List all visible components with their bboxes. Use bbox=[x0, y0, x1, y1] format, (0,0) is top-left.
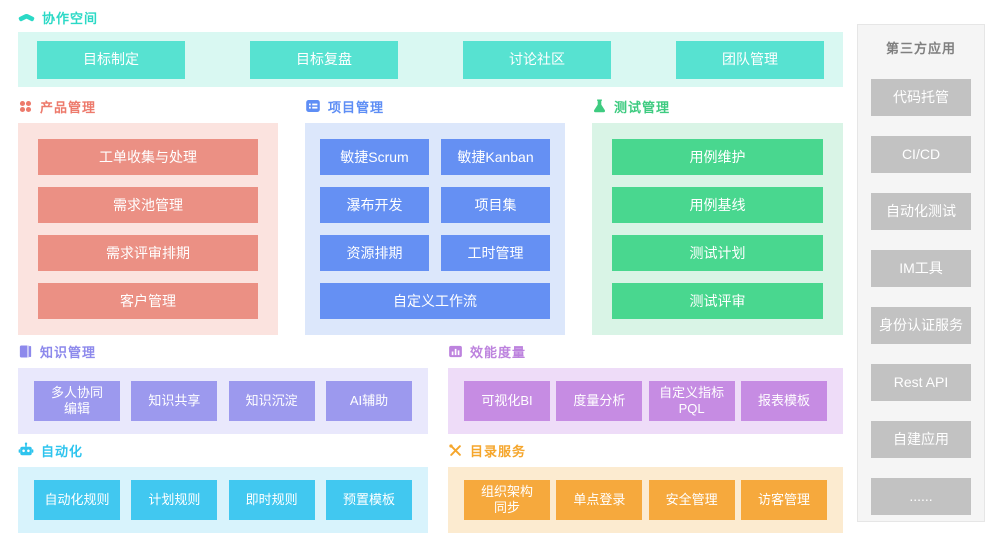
feature-chip[interactable]: 测试评审 bbox=[612, 283, 823, 319]
feature-chip[interactable]: 度量分析 bbox=[556, 381, 643, 421]
section-header: 目录服务 bbox=[448, 441, 843, 459]
section-product-management: 产品管理 工单收集与处理 需求池管理 需求评审排期 客户管理 bbox=[18, 97, 278, 335]
automation-directory-row: 自动化 自动化规则 计划规则 即时规则 预置模板 bbox=[18, 441, 843, 533]
section-header: 项目管理 bbox=[305, 97, 565, 115]
feature-chip[interactable]: 敏捷Scrum bbox=[320, 139, 429, 175]
robot-icon bbox=[18, 442, 34, 458]
section-header: 自动化 bbox=[18, 441, 428, 459]
third-party-chip[interactable]: Rest API bbox=[871, 364, 971, 401]
feature-chip[interactable]: 需求评审排期 bbox=[38, 235, 258, 271]
feature-chip[interactable]: 预置模板 bbox=[325, 480, 412, 520]
feature-chip[interactable]: 团队管理 bbox=[676, 40, 824, 79]
feature-chip[interactable]: 计划规则 bbox=[131, 480, 218, 520]
feature-chip[interactable]: 用例维护 bbox=[612, 139, 823, 175]
feature-chip[interactable]: AI辅助 bbox=[325, 381, 412, 421]
feature-chip[interactable]: 单点登录 bbox=[556, 480, 643, 520]
feature-chip[interactable]: 安全管理 bbox=[648, 480, 735, 520]
feature-chip[interactable]: 访客管理 bbox=[740, 480, 827, 520]
feature-chip[interactable]: 自定义工作流 bbox=[320, 283, 550, 319]
feature-chip[interactable]: 需求池管理 bbox=[38, 187, 258, 223]
section-title: 测试管理 bbox=[614, 99, 671, 115]
feature-chip[interactable]: 资源排期 bbox=[320, 235, 429, 271]
feature-chip[interactable]: 知识共享 bbox=[131, 381, 218, 421]
feature-chip[interactable]: 自定义指标 PQL bbox=[648, 381, 735, 421]
bar-chart-icon bbox=[448, 344, 463, 359]
handshake-icon bbox=[18, 10, 35, 25]
section-panel: 组织架构 同步 单点登录 安全管理 访客管理 bbox=[448, 467, 843, 533]
chip-row: 资源排期 工时管理 bbox=[320, 235, 550, 271]
sidebar-title: 第三方应用 bbox=[885, 41, 956, 56]
section-title: 知识管理 bbox=[40, 344, 97, 360]
crossed-tools-icon bbox=[448, 443, 463, 458]
feature-chip[interactable]: 即时规则 bbox=[228, 480, 315, 520]
section-panel: 工单收集与处理 需求池管理 需求评审排期 客户管理 bbox=[18, 123, 278, 335]
task-list-icon bbox=[305, 98, 321, 114]
section-title: 目录服务 bbox=[470, 443, 527, 459]
feature-chip[interactable]: 测试计划 bbox=[612, 235, 823, 271]
section-header: 测试管理 bbox=[592, 97, 843, 115]
section-knowledge-management: 知识管理 多人协同 编辑 知识共享 知识沉淀 AI辅助 bbox=[18, 342, 428, 434]
feature-chip[interactable]: 项目集 bbox=[441, 187, 550, 223]
section-panel: 用例维护 用例基线 测试计划 测试评审 bbox=[592, 123, 843, 335]
feature-chip[interactable]: 敏捷Kanban bbox=[441, 139, 550, 175]
feature-chip[interactable]: 瀑布开发 bbox=[320, 187, 429, 223]
third-party-chip[interactable]: 自建应用 bbox=[871, 421, 971, 458]
third-party-apps-panel: 第三方应用 代码托管 CI/CD 自动化测试 IM工具 身份认证服务 Rest … bbox=[857, 24, 985, 522]
four-dots-icon bbox=[18, 99, 33, 114]
feature-chip[interactable]: 目标制定 bbox=[37, 40, 185, 79]
section-title: 产品管理 bbox=[40, 99, 97, 115]
feature-chip[interactable]: 知识沉淀 bbox=[228, 381, 315, 421]
third-party-chip[interactable]: 代码托管 bbox=[871, 79, 971, 116]
section-efficiency-measure: 效能度量 可视化BI 度量分析 自定义指标 PQL 报表模板 bbox=[448, 342, 843, 434]
section-header: 产品管理 bbox=[18, 97, 278, 115]
feature-chip[interactable]: 客户管理 bbox=[38, 283, 258, 319]
third-party-chip[interactable]: 自动化测试 bbox=[871, 193, 971, 230]
third-party-chip[interactable]: 身份认证服务 bbox=[871, 307, 971, 344]
section-title: 效能度量 bbox=[470, 344, 527, 360]
section-project-management: 项目管理 敏捷Scrum 敏捷Kanban 瀑布开发 项目集 资源排期 工时管理 bbox=[305, 97, 565, 335]
section-panel: 敏捷Scrum 敏捷Kanban 瀑布开发 项目集 资源排期 工时管理 自定义工… bbox=[305, 123, 565, 335]
section-automation: 自动化 自动化规则 计划规则 即时规则 预置模板 bbox=[18, 441, 428, 533]
feature-chip[interactable]: 工时管理 bbox=[441, 235, 550, 271]
section-test-management: 测试管理 用例维护 用例基线 测试计划 测试评审 bbox=[592, 97, 843, 335]
sidebar-list: 代码托管 CI/CD 自动化测试 IM工具 身份认证服务 Rest API 自建… bbox=[871, 79, 971, 515]
main-area: 协作空间 目标制定 目标复盘 讨论社区 团队管理 产 bbox=[18, 8, 843, 533]
knowledge-measure-row: 知识管理 多人协同 编辑 知识共享 知识沉淀 AI辅助 bbox=[18, 342, 843, 434]
chip-row: 瀑布开发 项目集 bbox=[320, 187, 550, 223]
section-panel: 多人协同 编辑 知识共享 知识沉淀 AI辅助 bbox=[18, 368, 428, 434]
third-party-chip[interactable]: IM工具 bbox=[871, 250, 971, 287]
book-icon bbox=[18, 344, 33, 359]
section-title: 协作空间 bbox=[42, 10, 99, 26]
section-header: 效能度量 bbox=[448, 342, 843, 360]
feature-chip[interactable]: 组织架构 同步 bbox=[464, 480, 550, 520]
third-party-chip[interactable]: ...... bbox=[871, 478, 971, 515]
feature-chip[interactable]: 自动化规则 bbox=[34, 480, 120, 520]
section-title: 自动化 bbox=[41, 443, 84, 459]
feature-chip[interactable]: 报表模板 bbox=[740, 381, 827, 421]
feature-chip[interactable]: 讨论社区 bbox=[463, 40, 611, 79]
collaboration-band: 目标制定 目标复盘 讨论社区 团队管理 bbox=[18, 32, 843, 87]
section-collaboration: 协作空间 目标制定 目标复盘 讨论社区 团队管理 bbox=[18, 8, 843, 87]
section-header: 知识管理 bbox=[18, 342, 428, 360]
section-header: 协作空间 bbox=[18, 8, 843, 26]
section-title: 项目管理 bbox=[328, 99, 385, 115]
section-directory-service: 目录服务 组织架构 同步 单点登录 安全管理 访客管理 bbox=[448, 441, 843, 533]
third-party-chip[interactable]: CI/CD bbox=[871, 136, 971, 173]
flask-icon bbox=[592, 98, 607, 114]
feature-chip[interactable]: 工单收集与处理 bbox=[38, 139, 258, 175]
feature-chip[interactable]: 多人协同 编辑 bbox=[34, 381, 120, 421]
middle-row: 产品管理 工单收集与处理 需求池管理 需求评审排期 客户管理 bbox=[18, 97, 843, 335]
section-panel: 自动化规则 计划规则 即时规则 预置模板 bbox=[18, 467, 428, 533]
feature-chip[interactable]: 目标复盘 bbox=[250, 40, 398, 79]
chip-row: 敏捷Scrum 敏捷Kanban bbox=[320, 139, 550, 175]
feature-chip[interactable]: 可视化BI bbox=[464, 381, 550, 421]
section-panel: 可视化BI 度量分析 自定义指标 PQL 报表模板 bbox=[448, 368, 843, 434]
feature-chip[interactable]: 用例基线 bbox=[612, 187, 823, 223]
